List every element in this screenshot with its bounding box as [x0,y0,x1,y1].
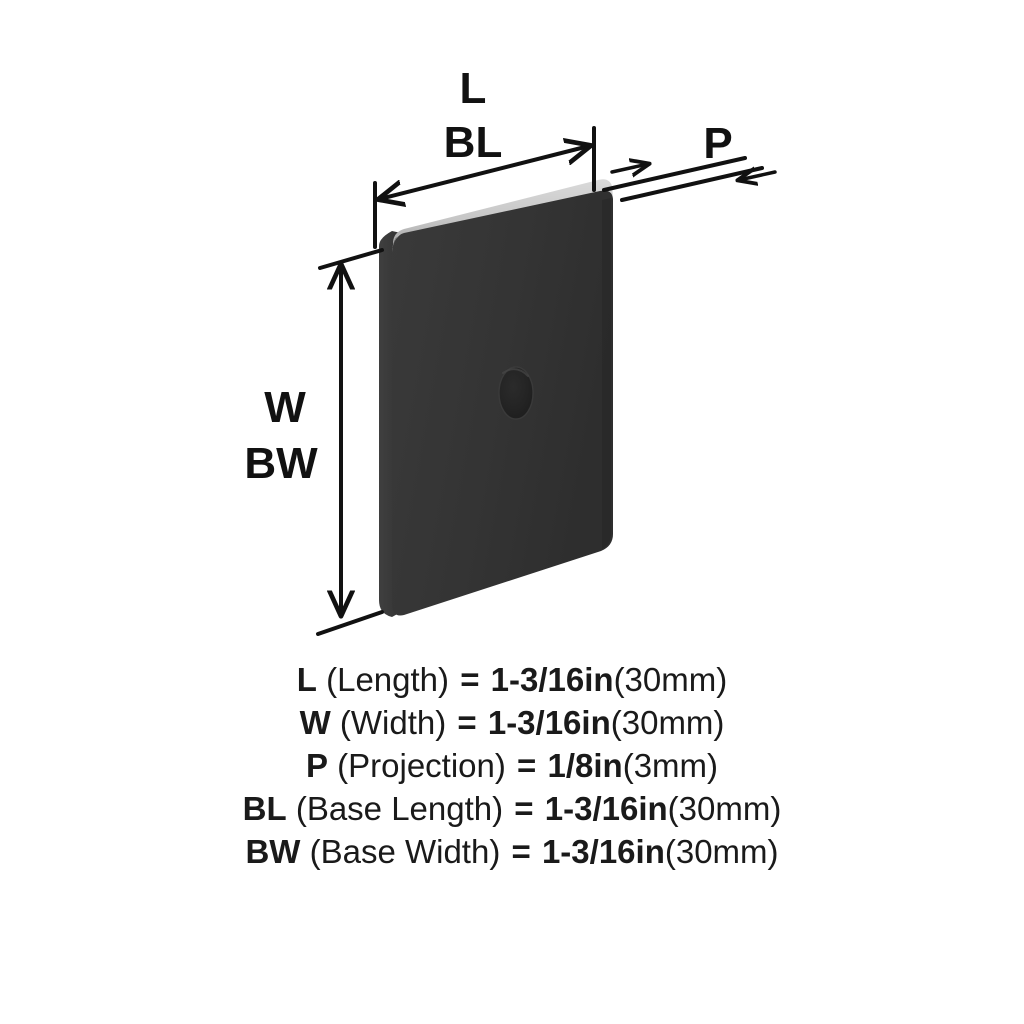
product-diagram-svg: L BL P [244,64,777,636]
projection-lower-extension-line [620,166,764,202]
legend-imperial-bw: 1-3/16in [541,833,665,870]
legend-metric-bl: (30mm) [667,790,782,827]
width-top-extension-line [318,248,384,270]
legend-imperial-bl: 1-3/16in [544,790,668,827]
width-bottom-extension-line [316,610,384,636]
legend-imperial-l: 1-3/16in [490,661,614,698]
plate-center-hole [499,367,533,419]
legend-row-projection: P (Projection) = 1/8in(3mm) [0,744,1024,787]
projection-label: P [703,119,732,168]
legend-equals-bl: = [514,790,534,827]
legend-row-base-width: BW (Base Width) = 1-3/16in(30mm) [0,830,1024,873]
legend-abbr-w: W [299,704,331,741]
legend-term-width: (Width) [330,704,447,741]
legend-abbr-p: P [305,747,328,784]
legend-row-base-length: BL (Base Length) = 1-3/16in(30mm) [0,787,1024,830]
legend-metric-w: (30mm) [610,704,725,741]
legend-term-length: (Length) [316,661,450,698]
product-diagram-area: L BL P [244,64,777,636]
legend-term-base-width: (Base Width) [300,833,501,870]
projection-dimension-group: P [602,119,777,202]
plate-center-hole-rim [498,366,534,420]
base-length-label: BL [444,118,503,167]
legend-metric-bw: (30mm) [664,833,779,870]
width-dimension-group: W BW [244,248,384,636]
projection-arrow-left [739,172,777,180]
length-dimension-group: L BL [373,64,596,249]
legend-imperial-p: 1/8in [547,747,623,784]
plate-hole-highlight [502,368,529,377]
legend-row-length: L (Length) = 1-3/16in(30mm) [0,658,1024,701]
legend-metric-p: (3mm) [622,747,719,784]
legend-abbr-bl: BL [242,790,287,827]
projection-arrow-right [610,164,648,172]
legend-term-base-length: (Base Length) [286,790,504,827]
legend-abbr-l: L [296,661,317,698]
product-plate-body [379,179,613,617]
legend-row-width: W (Width) = 1-3/16in(30mm) [0,701,1024,744]
legend-equals-p: = [517,747,537,784]
legend-equals-w: = [457,704,477,741]
legend-abbr-bw: BW [245,833,301,870]
legend-term-projection: (Projection) [327,747,506,784]
legend-equals-bw: = [511,833,531,870]
legend-imperial-w: 1-3/16in [487,704,611,741]
legend-metric-l: (30mm) [613,661,728,698]
dimension-legend: L (Length) = 1-3/16in(30mm) W (Width) = … [0,650,1024,1024]
width-label: W [264,383,306,432]
length-measure-arrow [380,146,589,199]
legend-equals-l: = [460,661,480,698]
plate-right-edge-shade [602,198,611,549]
plate-left-side-face [379,231,401,617]
length-label: L [460,64,487,113]
base-width-label: BW [244,439,318,488]
projection-upper-extension-line [602,156,747,192]
